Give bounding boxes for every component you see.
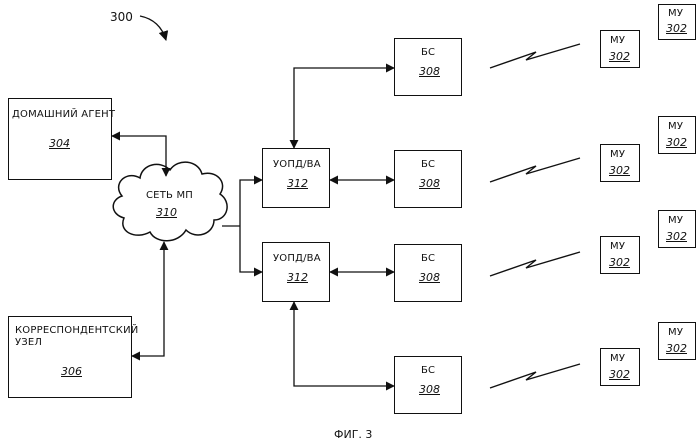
mobile-unit-label: МУ — [668, 121, 683, 132]
mobile-unit-box: МУ 302 — [658, 322, 696, 360]
mobile-unit-label: МУ — [610, 35, 625, 46]
ip-network-number: 310 — [156, 206, 177, 219]
wireless-link-1 — [490, 44, 580, 68]
mobile-unit-box: МУ 302 — [658, 116, 696, 154]
correspondent-node-box: КОРРЕСПОНДЕНТСКИЙ УЗЕЛ 306 — [8, 316, 132, 398]
link-network-pdsn-2 — [240, 226, 262, 272]
pdsn-fa-box-1: УОПД/ВА 312 — [262, 148, 330, 208]
base-station-box-1: БС 308 — [394, 38, 462, 96]
base-station-box-4: БС 308 — [394, 356, 462, 414]
base-station-label: БС — [421, 47, 435, 58]
figure-caption: ФИГ. 3 — [334, 428, 372, 441]
base-station-box-2: БС 308 — [394, 150, 462, 208]
base-station-number: 308 — [419, 383, 440, 396]
mobile-unit-box: МУ 302 — [600, 144, 640, 182]
pdsn-fa-number: 312 — [287, 271, 308, 284]
mobile-unit-number: 302 — [609, 164, 630, 177]
base-station-number: 308 — [419, 65, 440, 78]
link-pdsn-1-bs-1 — [294, 68, 394, 148]
wireless-link-2 — [490, 158, 580, 182]
mobile-unit-box: МУ 302 — [600, 30, 640, 68]
correspondent-label-line2: УЗЕЛ — [15, 337, 42, 348]
link-correspondent-network — [132, 242, 164, 356]
wireless-link-4 — [490, 364, 580, 388]
pdsn-fa-number: 312 — [287, 177, 308, 190]
mobile-unit-box: МУ 302 — [658, 210, 696, 248]
mobile-unit-label: МУ — [668, 8, 683, 19]
base-station-number: 308 — [419, 271, 440, 284]
correspondent-label-line1: КОРРЕСПОНДЕНТСКИЙ — [15, 325, 138, 336]
mobile-unit-number: 302 — [609, 256, 630, 269]
mobile-unit-number: 302 — [666, 230, 687, 243]
home-agent-label: ДОМАШНИЙ АГЕНТ — [12, 109, 115, 120]
home-agent-number: 304 — [49, 137, 70, 150]
mobile-unit-number: 302 — [666, 22, 687, 35]
base-station-label: БС — [421, 365, 435, 376]
pdsn-fa-box-2: УОПД/ВА 312 — [262, 242, 330, 302]
ref-arrow — [140, 16, 166, 40]
pdsn-fa-label: УОПД/ВА — [273, 253, 321, 264]
mobile-unit-number: 302 — [609, 50, 630, 63]
pdsn-fa-label: УОПД/ВА — [273, 159, 321, 170]
wireless-link-3 — [490, 252, 580, 276]
mobile-unit-box: МУ 302 — [658, 4, 696, 40]
ip-network-cloud — [113, 162, 227, 241]
mobile-unit-label: МУ — [668, 215, 683, 226]
mobile-unit-box: МУ 302 — [600, 236, 640, 274]
link-pdsn-2-bs-4 — [294, 302, 394, 386]
base-station-label: БС — [421, 159, 435, 170]
mobile-unit-number: 302 — [666, 136, 687, 149]
link-network-pdsn-1 — [240, 180, 262, 226]
ip-network-label: СЕТЬ МП — [146, 190, 193, 201]
mobile-unit-label: МУ — [610, 149, 625, 160]
mobile-unit-label: МУ — [610, 353, 625, 364]
base-station-label: БС — [421, 253, 435, 264]
correspondent-number: 306 — [61, 365, 82, 378]
mobile-unit-label: МУ — [668, 327, 683, 338]
base-station-box-3: БС 308 — [394, 244, 462, 302]
base-station-number: 308 — [419, 177, 440, 190]
home-agent-box: ДОМАШНИЙ АГЕНТ 304 — [8, 98, 112, 180]
mobile-unit-box: МУ 302 — [600, 348, 640, 386]
mobile-unit-number: 302 — [666, 342, 687, 355]
mobile-unit-number: 302 — [609, 368, 630, 381]
mobile-unit-label: МУ — [610, 241, 625, 252]
figure-ref-number: 300 — [110, 10, 133, 24]
